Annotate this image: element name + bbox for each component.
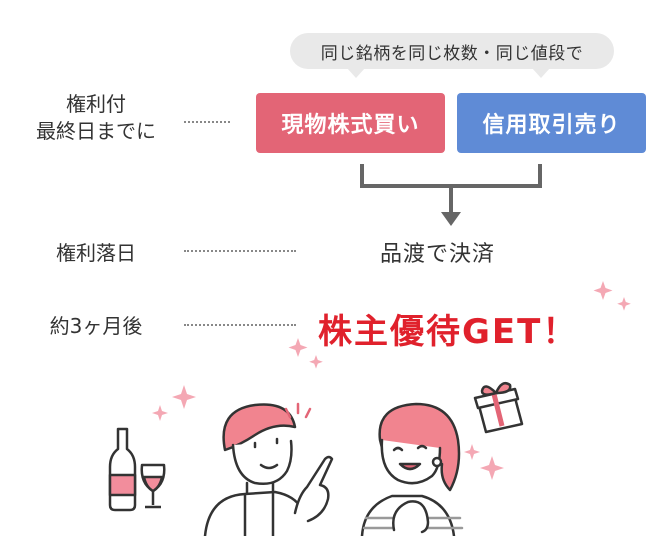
sparkle-icon (309, 355, 323, 369)
man-hair (222, 403, 297, 452)
sparkle-icon (288, 338, 308, 357)
sparkle-icon (152, 405, 168, 421)
step-label-line1: 権利付 (66, 92, 126, 116)
sparkle-icon (172, 385, 196, 409)
spot-buy-label: 現物株式買い (281, 113, 420, 138)
man-shirt (203, 490, 305, 536)
dotted-leader (184, 121, 230, 123)
step-label-line2: 最終日までに (36, 119, 156, 143)
benefit-get-text: 株主優待GET！ (318, 312, 579, 352)
sparkle-icon (480, 456, 504, 480)
sparkle-icon (617, 297, 631, 311)
margin-sell-label: 信用取引売り (482, 113, 621, 138)
woman-mouth (398, 462, 422, 471)
dotted-leader (184, 324, 296, 326)
man-mouth (259, 463, 279, 470)
clasped-hands-icon (392, 500, 430, 534)
margin-sell-box: 信用取引売り (457, 93, 646, 153)
surprise-mark-icon (284, 402, 312, 419)
settlement-text: 品渡で決済 (380, 242, 496, 267)
condition-text: 同じ銘柄を同じ枚数・同じ値段で (320, 43, 584, 64)
woman-eyes (392, 444, 428, 452)
wine-illustration (108, 427, 166, 512)
bubble-tail-left (347, 68, 365, 78)
bubble-tail-right (532, 68, 550, 78)
earring-icon (431, 456, 443, 468)
dotted-leader (184, 250, 296, 252)
arrow-head-icon (441, 212, 461, 226)
gift-box-icon (473, 382, 524, 434)
step-label-before-record-date: 権利付 最終日までに (22, 91, 170, 145)
wine-glass-icon (140, 463, 166, 509)
sparkle-icon (464, 444, 480, 460)
step-label-ex-date: 権利落日 (56, 241, 136, 265)
step-label-three-months: 約3ヶ月後 (49, 314, 143, 338)
merge-arrow (360, 164, 542, 226)
woman-illustration (360, 402, 464, 536)
spot-buy-box: 現物株式買い (256, 93, 445, 153)
pointing-hand-icon (293, 455, 334, 523)
wine-bottle-icon (108, 427, 137, 512)
man-eyes (253, 437, 279, 449)
man-face (231, 439, 293, 485)
sparkle-icon (593, 281, 613, 300)
condition-bubble: 同じ銘柄を同じ枚数・同じ値段で (290, 33, 614, 69)
man-illustration (203, 402, 334, 536)
man-shirt-lines (243, 492, 275, 536)
